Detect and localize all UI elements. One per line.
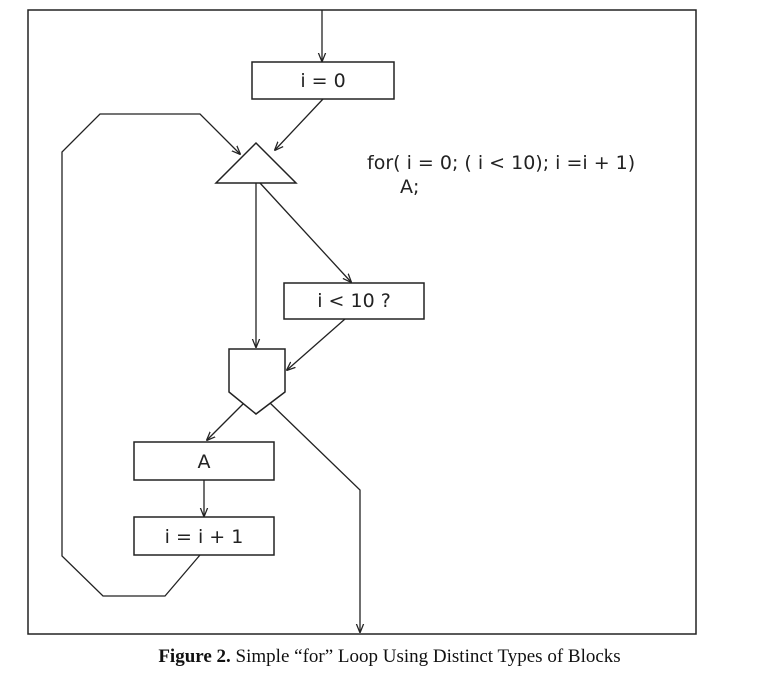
code-line-2: A;: [400, 176, 419, 198]
condition-label: i < 10 ?: [317, 290, 391, 312]
figure-caption: Figure 2. Simple “for” Loop Using Distin…: [0, 646, 779, 668]
loop-merge-triangle: [214, 141, 298, 184]
increment-label: i = i + 1: [165, 526, 244, 548]
flowchart-diagram: i = 0 i < 10 ? A i = i + 1 for( i = 0; (…: [27, 9, 697, 635]
figure-number: Figure 2.: [158, 646, 231, 667]
decision-block: [228, 348, 286, 415]
condition-to-decision-arrow: [287, 318, 346, 370]
body-label: A: [198, 451, 211, 473]
init-to-merge-arrow: [275, 98, 324, 150]
decision-to-body-arrow: [207, 403, 244, 440]
exit-arrow: [269, 402, 360, 632]
condition-block: [283, 282, 425, 320]
increment-block: [133, 516, 275, 556]
code-line-1: for( i = 0; ( i < 10); i =i + 1): [367, 152, 635, 174]
figure-caption-text: Simple “for” Loop Using Distinct Types o…: [230, 646, 621, 667]
init-label: i = 0: [300, 70, 345, 92]
body-block: [133, 441, 275, 481]
loop-back-arrow: [61, 113, 240, 597]
diagram-frame: [27, 9, 697, 635]
merge-to-condition-arrow: [259, 182, 351, 282]
